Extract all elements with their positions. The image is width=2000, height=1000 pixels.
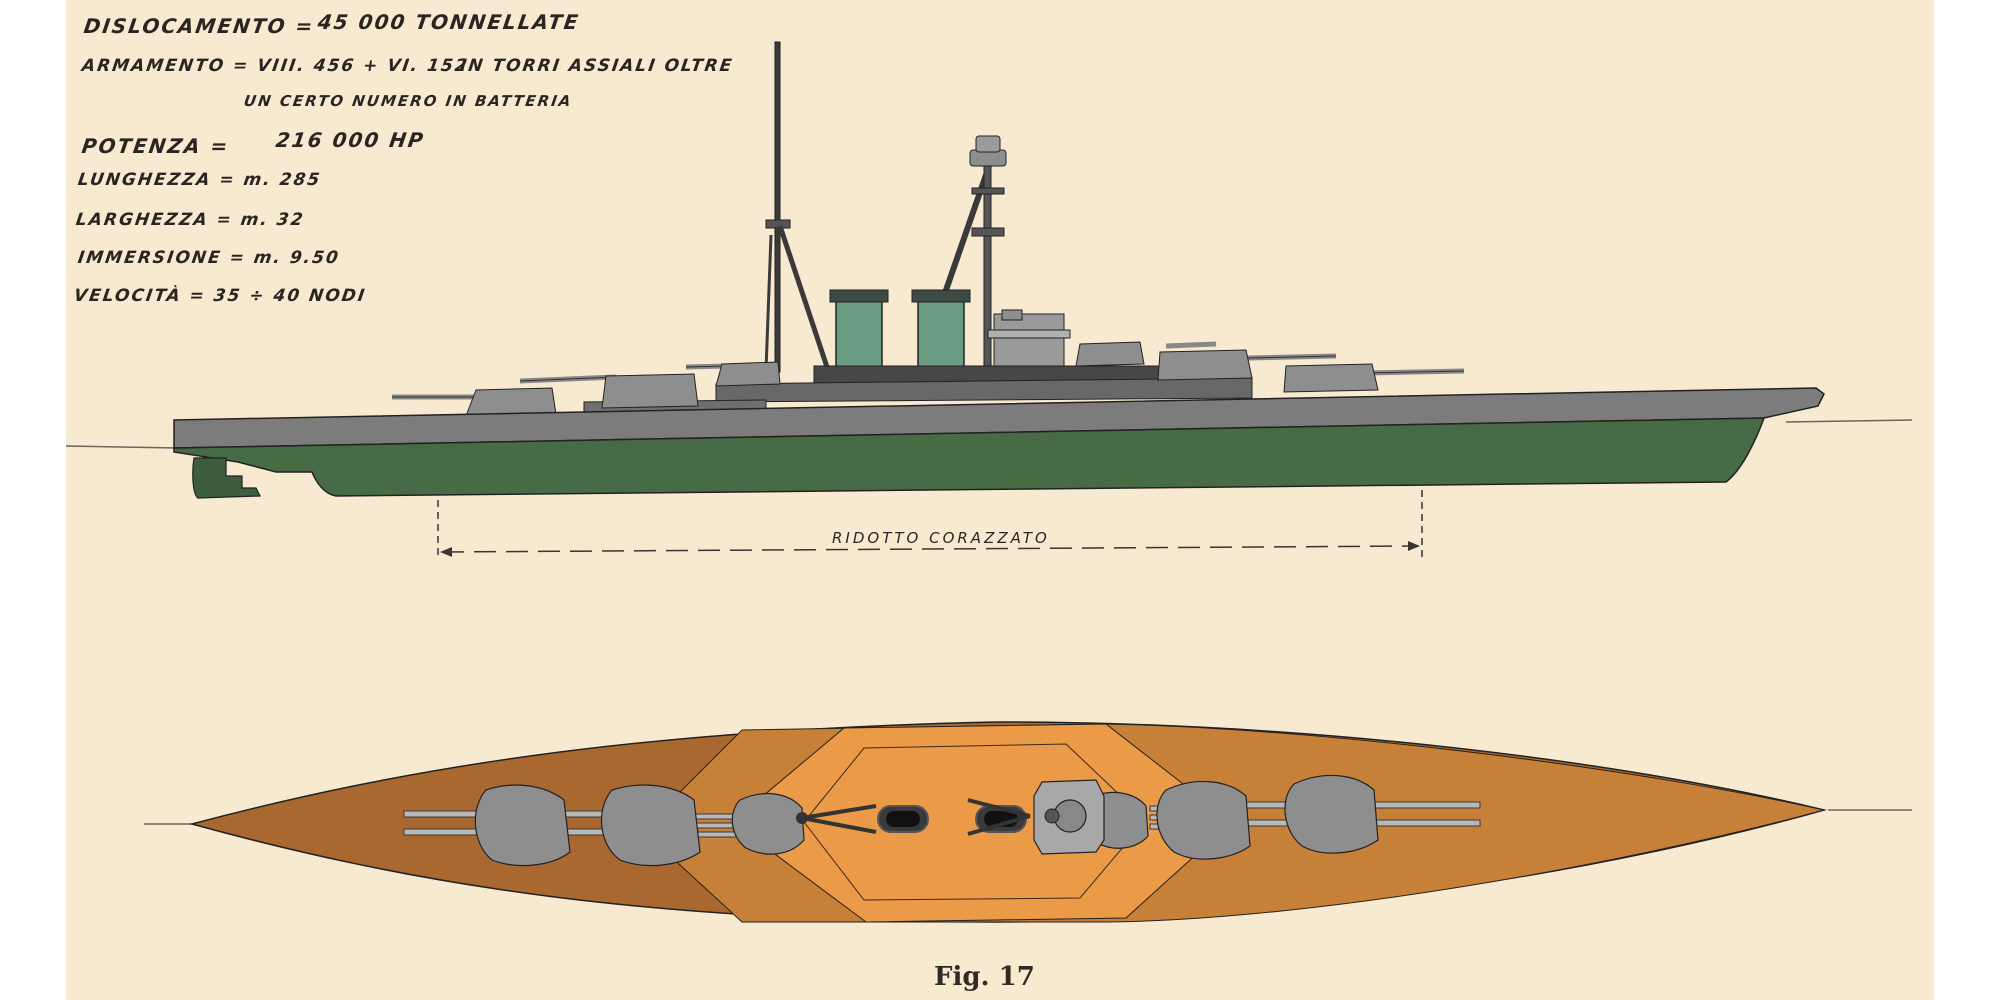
- turret-f-side: [1283, 363, 1465, 393]
- foremast: [764, 41, 831, 373]
- armor-dimension: [437, 490, 1423, 560]
- turret-a-top: [474, 784, 571, 867]
- figure-caption: Fig. 17: [934, 962, 1035, 992]
- turret-c-top: [731, 793, 805, 855]
- rudder: [192, 457, 261, 499]
- drawing-plate: DISLOCAMENTO = 45 000 TONNELLATE ARMAMEN…: [66, 0, 1934, 1000]
- mast-top: [796, 798, 1031, 836]
- turret-e-top: [1156, 780, 1251, 860]
- turret-e-side: [1157, 349, 1337, 381]
- turret-b-side: [519, 373, 699, 409]
- turret-b-top: [600, 784, 701, 867]
- bridge-top: [1033, 779, 1105, 855]
- aft-superstructure: [987, 309, 1071, 371]
- turret-f-top: [1284, 774, 1379, 854]
- waterline-right: [1785, 419, 1913, 423]
- funnel-fore: [829, 289, 889, 371]
- waterline-left: [66, 445, 179, 449]
- turret-d-side: [1075, 341, 1217, 367]
- turret-a-side: [392, 387, 557, 417]
- armor-citadel-label: RIDOTTO CORAZZATO: [832, 529, 1050, 547]
- ship-drawing: [66, 41, 1913, 923]
- ship-side-profile: [66, 41, 1913, 560]
- ship-top-view: [144, 721, 1912, 923]
- hull-lower: [173, 417, 1766, 497]
- turret-c-side: [685, 361, 781, 387]
- funnel-aft: [911, 289, 971, 371]
